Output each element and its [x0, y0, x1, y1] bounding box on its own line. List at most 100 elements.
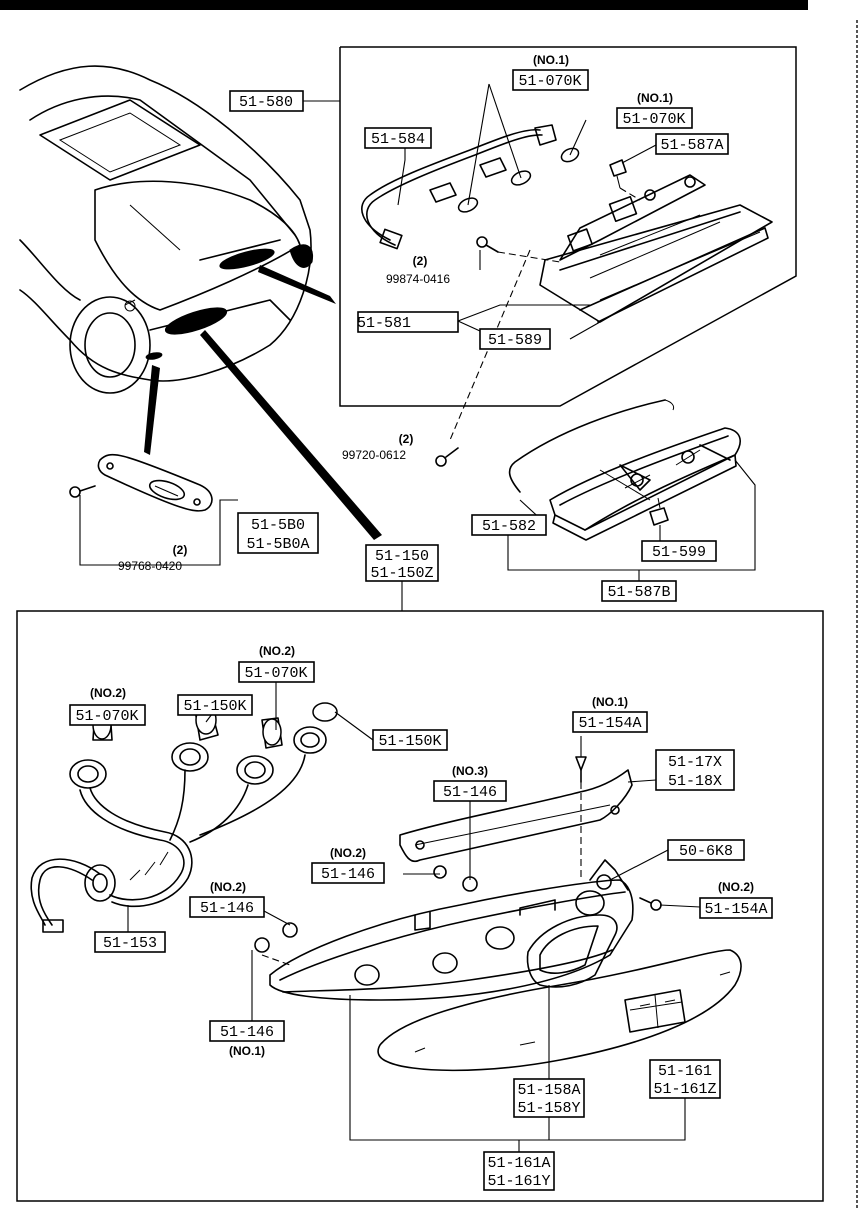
svg-text:51-599: 51-599: [652, 544, 706, 561]
label-bulb-150k-a: 51-150K: [177, 694, 253, 716]
high-mount-frame: [339, 46, 797, 407]
label-bulb-no2-mid: 51-070K: [238, 661, 315, 683]
pointer-high-mount: [258, 265, 336, 304]
svg-text:51-070K: 51-070K: [518, 73, 581, 90]
spoiler-icon: [549, 427, 741, 541]
note-bulb-no2-mid: (NO.2): [259, 644, 295, 658]
label-lens-161: 51-161 51-161Z: [649, 1059, 721, 1099]
side-marker-icon: [97, 453, 213, 512]
grommet-icon: [649, 497, 669, 526]
screw-upper-icon: [476, 236, 499, 253]
svg-text:51-150K: 51-150K: [183, 698, 246, 715]
note-nut-no3: (NO.3): [452, 764, 488, 778]
high-mount-housing-icon: [539, 174, 773, 323]
svg-text:51-584: 51-584: [371, 131, 425, 148]
note-bulb-no1-side: (NO.1): [637, 91, 673, 105]
note-nut-no2-b: (NO.2): [210, 880, 246, 894]
bracket-icon: [399, 769, 633, 863]
note-screw-154a-right: (NO.2): [718, 880, 754, 894]
label-bulb-no1-top: 51-070K: [512, 69, 589, 91]
note-nut-no2-a: (NO.2): [330, 846, 366, 860]
note-bulb-no1-top: (NO.1): [533, 53, 569, 67]
label-wiring-high-mount: 51-584: [364, 127, 432, 149]
svg-text:51-154A: 51-154A: [704, 901, 767, 918]
cap-nut-icon: [609, 159, 627, 189]
svg-text:51-161Y: 51-161Y: [487, 1173, 550, 1190]
svg-text:51-146: 51-146: [321, 866, 375, 883]
harness-icon: [30, 754, 306, 933]
screw-mid-qty: (2): [399, 432, 414, 446]
label-spoiler-cover: 51-587B: [601, 580, 677, 602]
svg-text:51-581: 51-581: [357, 315, 411, 332]
note-screw-154a-top: (NO.1): [592, 695, 628, 709]
svg-text:51-158Y: 51-158Y: [517, 1100, 580, 1117]
svg-text:51-589: 51-589: [488, 332, 542, 349]
lamp-housing-icon: [269, 859, 634, 1001]
label-socket-harness: 51-153: [94, 931, 166, 953]
label-gasket-158: 51-158A 51-158Y: [513, 1078, 585, 1118]
wiring-high-mount-icon: [361, 124, 557, 250]
label-gasket-high-mount: 51-589: [479, 328, 551, 350]
svg-text:51-587A: 51-587A: [660, 137, 723, 154]
svg-text:51-161: 51-161: [658, 1063, 712, 1080]
pointer-rear-lamp: [200, 330, 382, 540]
header-bar: [0, 0, 808, 10]
label-bulb-no2-left: 51-070K: [69, 704, 146, 726]
label-side-marker: 51-5B0 51-5B0A: [237, 512, 319, 554]
svg-text:50-6K8: 50-6K8: [679, 843, 733, 860]
label-nut-no2-a: 51-146: [311, 862, 385, 884]
svg-text:51-146: 51-146: [220, 1024, 274, 1041]
label-lamp-body-161: 51-161A 51-161Y: [483, 1151, 555, 1191]
svg-text:51-150Z: 51-150Z: [370, 565, 433, 582]
screw-icon: [575, 756, 662, 911]
socket-icon: [69, 702, 338, 902]
svg-text:51-587B: 51-587B: [607, 584, 670, 601]
screw-upper-qty: (2): [413, 254, 428, 268]
label-grommet-spoiler: 51-599: [641, 540, 717, 562]
label-nut-no3: 51-146: [433, 780, 507, 802]
label-screw-154a-right: 51-154A: [699, 897, 773, 919]
svg-text:51-153: 51-153: [103, 935, 157, 952]
label-high-mount-assembly: 51-580: [229, 90, 304, 112]
svg-text:51-161A: 51-161A: [487, 1155, 550, 1172]
label-seal-strip: 51-582: [471, 514, 547, 536]
label-clip-6k8: 50-6K8: [667, 839, 745, 861]
label-nut-no1: 51-146: [209, 1020, 285, 1042]
nut-icon: [254, 865, 612, 953]
label-bulb-150k-b: 51-150K: [372, 729, 448, 751]
label-nut-no2-b: 51-146: [189, 896, 265, 918]
rear-lamp-frame: [16, 610, 824, 1202]
svg-text:51-161Z: 51-161Z: [653, 1081, 716, 1098]
seal-strip-icon: [508, 399, 666, 493]
svg-text:51-070K: 51-070K: [75, 708, 138, 725]
screw-marker-pn: 99768-0420: [118, 559, 182, 573]
svg-text:51-070K: 51-070K: [622, 111, 685, 128]
label-rear-lamp: 51-150 51-150Z: [365, 544, 439, 582]
svg-text:51-146: 51-146: [200, 900, 254, 917]
svg-text:51-17X: 51-17X: [668, 754, 722, 771]
screw-marker-qty: (2): [173, 543, 188, 557]
svg-text:51-5B0: 51-5B0: [251, 517, 305, 534]
label-bulb-no1-side: 51-070K: [616, 107, 693, 129]
pointer-side-marker: [144, 365, 160, 455]
screw-mid-icon: [435, 447, 459, 467]
label-lens-high-mount: 51-581: [357, 311, 459, 333]
svg-text:51-580: 51-580: [239, 94, 293, 111]
note-nut-no1: (NO.1): [229, 1044, 265, 1058]
svg-text:51-582: 51-582: [482, 518, 536, 535]
svg-text:51-154A: 51-154A: [578, 715, 641, 732]
svg-text:51-158A: 51-158A: [517, 1082, 580, 1099]
screw-mid-pn: 99720-0612: [342, 448, 406, 462]
svg-text:51-146: 51-146: [443, 784, 497, 801]
svg-text:51-18X: 51-18X: [668, 773, 722, 790]
bulb-icon: [457, 147, 580, 213]
car-rear-icon: [19, 65, 314, 394]
svg-text:51-150K: 51-150K: [378, 733, 441, 750]
svg-text:51-070K: 51-070K: [244, 665, 307, 682]
label-screw-154a-top: 51-154A: [572, 711, 648, 733]
gasket-icon: [526, 914, 618, 988]
screw-upper-pn: 99874-0416: [386, 272, 450, 286]
lamp-lens-icon: [377, 949, 742, 1072]
label-cap-nut: 51-587A: [655, 133, 729, 155]
